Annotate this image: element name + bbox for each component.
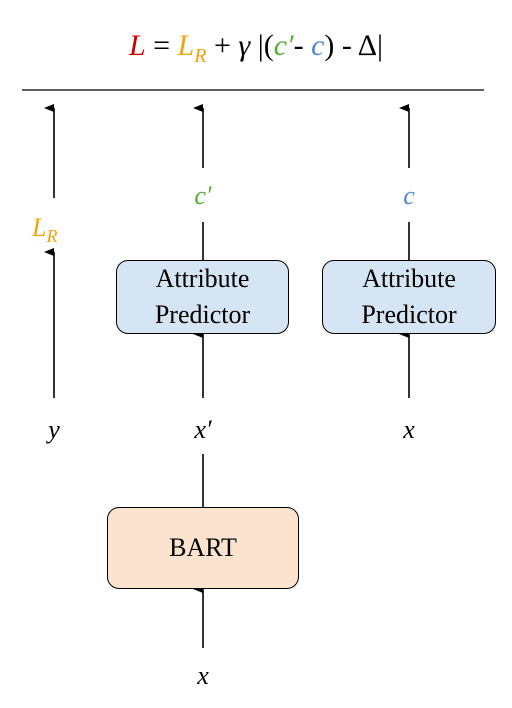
predictor-1-line1: Attribute bbox=[155, 264, 250, 293]
gamma-symbol: γ bbox=[238, 29, 251, 62]
attribute-predictor-box-2: Attribute Predictor bbox=[322, 260, 496, 334]
input-x-label: x bbox=[403, 415, 415, 444]
attribute-predictor-box-1: Attribute Predictor bbox=[116, 260, 289, 334]
predictor-2-line1: Attribute bbox=[362, 264, 456, 293]
c-prime-symbol: c′ bbox=[273, 29, 294, 62]
formula-equals: = bbox=[145, 29, 178, 62]
loss-formula: L = LR + γ |(c′- c) - Δ| bbox=[0, 28, 512, 74]
c-label: c bbox=[403, 181, 415, 210]
formula-close: ) - Δ| bbox=[324, 29, 384, 62]
formula-minus: - bbox=[293, 29, 312, 62]
c-symbol: c bbox=[311, 29, 325, 62]
bart-label: BART bbox=[169, 533, 237, 562]
predictor-1-line2: Predictor bbox=[154, 300, 251, 329]
formula-plus: + bbox=[206, 29, 239, 62]
formula-open: |( bbox=[250, 29, 274, 62]
loss-r-label: LR bbox=[32, 213, 58, 247]
input-y-label: y bbox=[48, 415, 60, 444]
x-prime-label: x′ bbox=[194, 415, 212, 444]
c-prime-label: c′ bbox=[194, 181, 212, 210]
loss-r-symbol: LR bbox=[177, 29, 207, 67]
source-x-label: x bbox=[197, 661, 209, 690]
predictor-2-line2: Predictor bbox=[361, 300, 457, 329]
loss-total-symbol: L bbox=[128, 29, 146, 62]
bart-box: BART bbox=[107, 507, 299, 589]
